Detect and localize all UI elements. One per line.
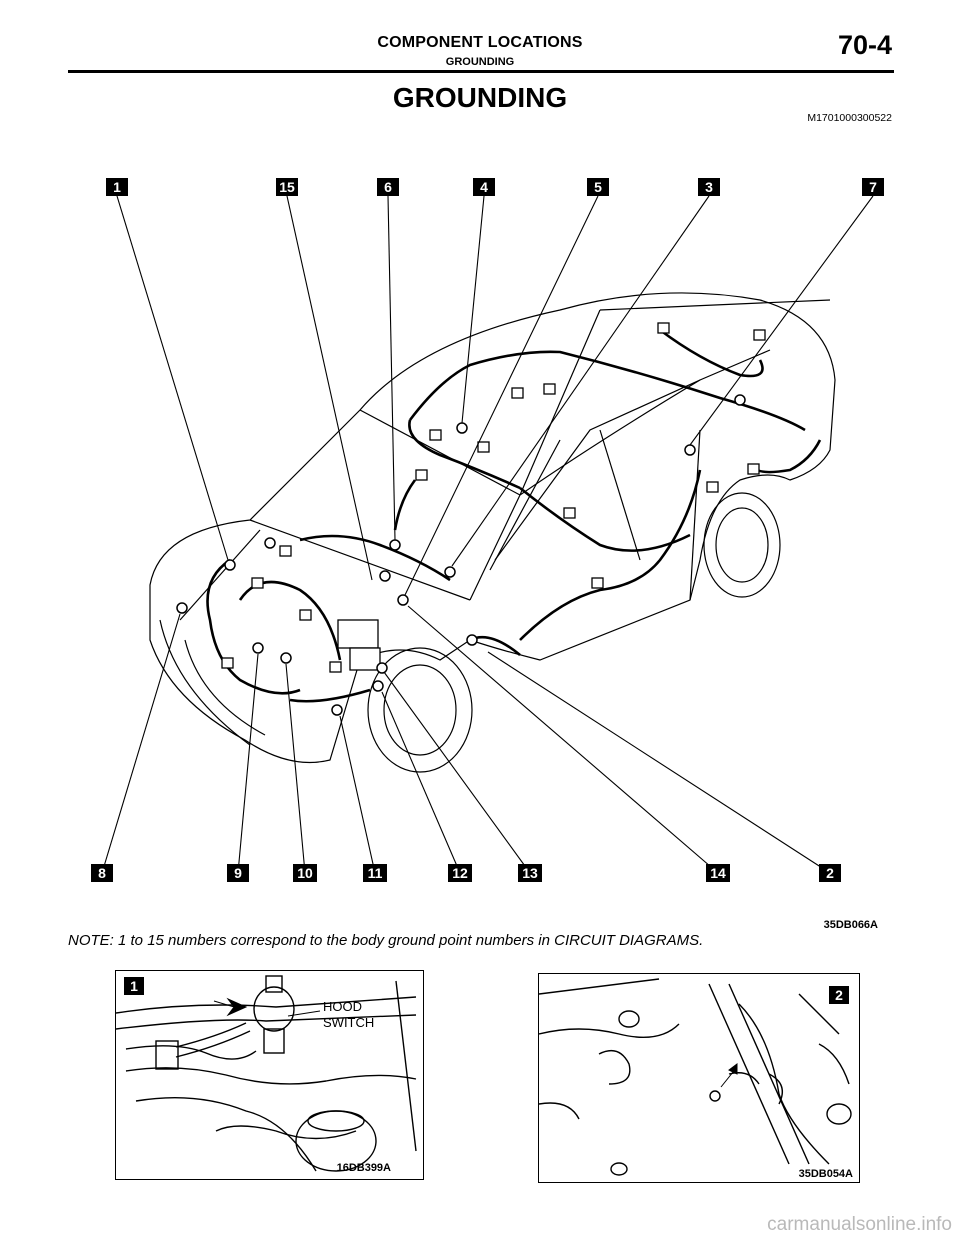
hood-switch-illustration: 1 HOOD SWITCH 16DB399A	[116, 975, 417, 1174]
svg-text:2: 2	[826, 865, 834, 881]
svg-text:15: 15	[279, 179, 295, 195]
top-callouts: 1 15 6 4 5 3 7	[106, 178, 884, 196]
detail-badge-left: 1	[130, 978, 138, 994]
leader-lines	[101, 195, 874, 874]
note-text: NOTE: 1 to 15 numbers correspond to the …	[68, 932, 704, 949]
connectors	[221, 322, 766, 673]
callout-3: 3	[698, 178, 720, 196]
callout-1: 1	[106, 178, 128, 196]
callout-4: 4	[473, 178, 495, 196]
page-number: 70-4	[837, 30, 892, 60]
svg-text:9: 9	[234, 865, 242, 881]
ground-points	[176, 394, 746, 716]
callout-5: 5	[587, 178, 609, 196]
detail-left-code: 16DB399A	[337, 1162, 391, 1174]
callout-12: 12	[448, 864, 472, 882]
svg-text:6: 6	[384, 179, 392, 195]
car-outline	[149, 292, 836, 773]
document-code: M1701000300522	[807, 112, 892, 124]
svg-text:4: 4	[480, 179, 488, 195]
detail-panel-ground-2: 2 35DB054A	[538, 973, 860, 1183]
svg-text:5: 5	[594, 179, 602, 195]
hood-label-line2: SWITCH	[323, 1015, 374, 1030]
svg-text:1: 1	[113, 179, 121, 195]
subsection-title: GROUNDING	[445, 56, 515, 68]
callout-15: 15	[276, 178, 298, 196]
bottom-callouts: 8 9 10 11 12 13 14 2	[91, 864, 841, 882]
svg-text:7: 7	[869, 179, 877, 195]
callout-8: 8	[91, 864, 113, 882]
callout-9: 9	[227, 864, 249, 882]
svg-text:11: 11	[368, 865, 383, 881]
detail-badge-right: 2	[835, 987, 843, 1003]
callout-10: 10	[293, 864, 317, 882]
hood-label-line1: HOOD	[323, 999, 362, 1014]
callout-7: 7	[862, 178, 884, 196]
callout-13: 13	[518, 864, 542, 882]
grounding-diagram: 1 15 6 4 5 3 7 8 9 10 11 12 13 14 2 35DB…	[91, 178, 884, 930]
section-title: COMPONENT LOCATIONS	[377, 34, 583, 51]
detail-panel-hood-switch: 1 HOOD SWITCH 16DB399A	[115, 970, 424, 1180]
ground-2-illustration: 2 35DB054A	[539, 978, 853, 1180]
svg-text:10: 10	[297, 865, 313, 881]
callout-6: 6	[377, 178, 399, 196]
detail-right-code: 35DB054A	[799, 1168, 853, 1180]
svg-text:13: 13	[522, 865, 538, 881]
figure-code: 35DB066A	[824, 919, 878, 930]
callout-11: 11	[363, 864, 387, 882]
svg-text:3: 3	[705, 179, 713, 195]
callout-2: 2	[819, 864, 841, 882]
header-rule	[68, 70, 894, 73]
page-title: GROUNDING	[392, 82, 568, 113]
watermark: carmanualsonline.info	[767, 1214, 952, 1235]
svg-text:8: 8	[98, 865, 106, 881]
svg-text:12: 12	[452, 865, 468, 881]
svg-text:14: 14	[710, 865, 726, 881]
callout-14: 14	[706, 864, 730, 882]
wiring-harness	[206, 328, 822, 703]
